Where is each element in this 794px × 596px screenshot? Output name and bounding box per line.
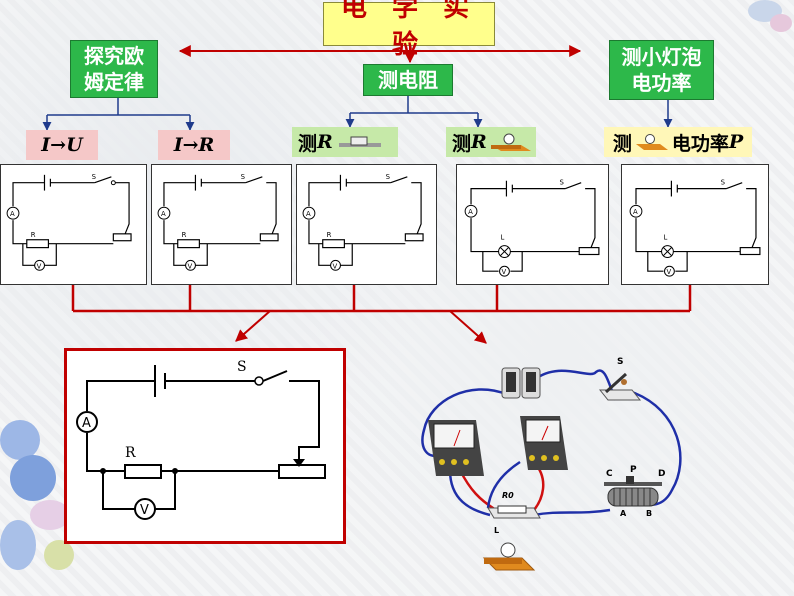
apparatus-r0-label: R0	[502, 491, 514, 500]
lamp-circuit-diagram: A V L S	[464, 179, 600, 277]
resistor-label: R	[327, 231, 332, 239]
ohm-law-header: 探究欧 姆定律	[70, 40, 158, 98]
top-connector-arrows	[42, 45, 673, 131]
apparatus-d-label: D	[658, 469, 665, 479]
switch-label: S	[92, 173, 96, 181]
voltmeter-label: V	[502, 268, 507, 276]
resistor-component-icon	[338, 136, 381, 147]
resistor-circuit-diagram: A V R S	[6, 173, 132, 271]
power-text: 电功率	[671, 132, 729, 155]
lamp-power-header: 测小灯泡 电功率	[609, 40, 714, 100]
circuit-panel-4: A V L S	[456, 164, 609, 285]
resistor-board-icon	[487, 505, 541, 519]
circuit-panel-5: A V L S	[621, 164, 769, 285]
voltmeter-label: V	[333, 262, 338, 270]
apparatus-b-label: B	[646, 509, 652, 518]
voltmeter-label: V	[666, 268, 671, 276]
measure-r-lamp-label: 测 R	[446, 127, 536, 157]
apparatus-p-label: P	[630, 465, 637, 475]
main-circuit-panel: A V R S	[64, 348, 346, 544]
switch-label: S	[241, 173, 245, 181]
battery-icon	[501, 367, 541, 399]
resistor-label: R	[31, 231, 36, 239]
ammeter-device-icon	[428, 420, 484, 476]
voltmeter-label: V	[188, 262, 193, 270]
circuit-panel-2: A V R S	[151, 164, 292, 285]
i-u-label: I→U	[26, 130, 98, 160]
page-title: 电 学 实 验	[323, 0, 495, 60]
ammeter-label: A	[633, 208, 638, 216]
ammeter-label: A	[306, 210, 311, 218]
lamp-circuit-diagram: A V L S	[629, 179, 761, 277]
ammeter-label: A	[161, 210, 166, 218]
resistor-label: R	[125, 445, 136, 461]
switch-icon	[598, 372, 642, 401]
measure-prefix: 测	[298, 132, 318, 155]
voltmeter-label: V	[37, 262, 42, 270]
variable-p: P	[728, 131, 744, 153]
measure-prefix: 测	[452, 132, 472, 155]
apparatus-switch-label: S	[617, 357, 623, 367]
resistor-label: R	[182, 231, 187, 239]
resistor-circuit-diagram: A V R S	[302, 173, 424, 271]
measure-power-label: 测 电功率 P	[604, 127, 752, 157]
ammeter-label: A	[82, 416, 91, 431]
apparatus-illustration: S C P D A B R0 L	[421, 357, 682, 571]
apparatus-l-label: L	[494, 526, 499, 535]
variable-r: R	[471, 131, 487, 153]
i-r-label: I→R	[158, 130, 230, 160]
circuit-panel-1: A V R S	[0, 164, 147, 285]
resistor-circuit-diagram: A V R S	[157, 173, 279, 271]
lamp-board-icon	[635, 134, 668, 150]
voltmeter-device-icon	[520, 416, 568, 470]
measure-r-resistor-label: 测 R	[292, 127, 398, 157]
circuit-panel-3: A V R S	[296, 164, 437, 285]
measure-prefix: 测	[612, 132, 632, 155]
apparatus-a-label: A	[620, 509, 627, 518]
apparatus-c-label: C	[606, 469, 613, 479]
main-circuit-diagram: A V R S	[76, 359, 326, 520]
lamp-label: L	[501, 234, 505, 242]
switch-label: S	[560, 179, 564, 187]
voltmeter-label: V	[140, 503, 149, 518]
variable-r: R	[317, 131, 333, 153]
ammeter-label: A	[10, 210, 15, 218]
resistance-header: 测电阻	[363, 64, 453, 96]
lamp-board-icon	[482, 542, 536, 571]
ammeter-label: A	[468, 208, 473, 216]
bottom-connector-arrows	[71, 285, 692, 344]
rheostat-icon	[604, 476, 662, 507]
lamp-board-icon	[490, 133, 531, 151]
switch-label: S	[386, 173, 390, 181]
switch-label: S	[721, 179, 725, 187]
switch-label: S	[237, 359, 247, 375]
lamp-label: L	[664, 234, 668, 242]
